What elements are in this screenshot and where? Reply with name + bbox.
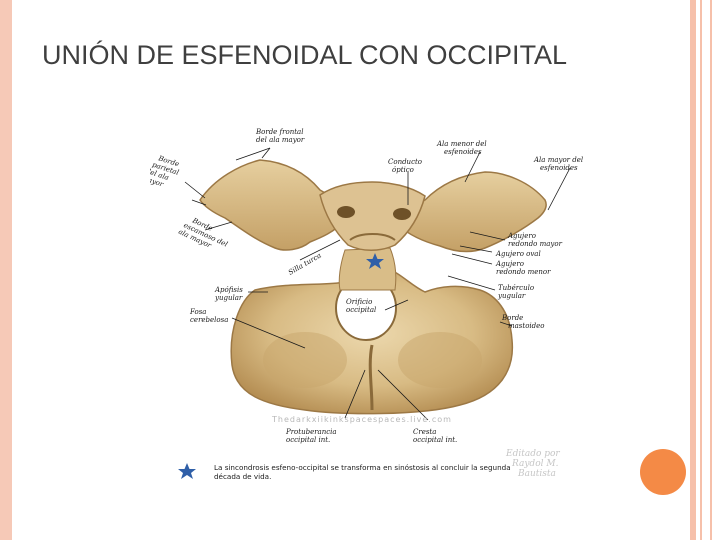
label-cresta-occipital: occipital int. bbox=[413, 436, 457, 444]
optic-canal-right bbox=[393, 208, 411, 220]
label-orificio-occipital: occipital bbox=[346, 306, 376, 314]
label-conducto-optico: óptico bbox=[392, 166, 414, 174]
right-decorative-bar-thin bbox=[700, 0, 702, 540]
footnote-line-1: La sincondrosis esfeno-occipital se tran… bbox=[214, 463, 511, 472]
label-agujero-redondo-menor: redondo menor bbox=[496, 268, 551, 276]
label-apofisis-yugular: Apófisis bbox=[214, 286, 243, 294]
label-ala-mayor: esfenoides bbox=[540, 164, 578, 172]
sella-turcica bbox=[349, 233, 396, 241]
editor-credit: Raydol M. bbox=[511, 459, 559, 469]
label-agujero-oval: Agujero oval bbox=[495, 250, 541, 258]
internal-crest bbox=[368, 344, 374, 411]
label-fosa-cerebelosa: cerebelosa bbox=[190, 316, 228, 324]
editor-credit: Editado por bbox=[505, 449, 560, 459]
label-protuberancia: Protuberancia bbox=[285, 428, 337, 436]
leader-lines bbox=[184, 147, 571, 421]
label-borde-mastoideo: Borde bbox=[501, 314, 523, 322]
footnote-star-icon bbox=[178, 463, 196, 479]
label-ala-menor: Ala menor del bbox=[436, 140, 487, 148]
label-cresta-occipital: Cresta bbox=[413, 428, 436, 436]
basilar-part bbox=[338, 247, 397, 291]
right-decorative-bar bbox=[690, 0, 696, 540]
label-orificio-occipital: Orificio bbox=[346, 298, 372, 306]
sphenoid-right-wing bbox=[397, 171, 547, 253]
fossa-shadow-left bbox=[263, 332, 347, 388]
synchondrosis-star-icon bbox=[366, 253, 384, 269]
label-borde-mastoideo: mastoideo bbox=[508, 322, 545, 330]
label-tuberculo-yugular: Tubérculo bbox=[498, 284, 534, 292]
fossa-shadow-right bbox=[398, 332, 482, 388]
watermark-text: Thedarkxiikinkspacespaces.live.com bbox=[271, 415, 452, 424]
orange-circle-decoration bbox=[640, 449, 686, 495]
sphenoid-body bbox=[319, 181, 426, 251]
label-borde-frontal: Borde frontal bbox=[255, 128, 303, 136]
editor-credit: Bautista bbox=[517, 469, 556, 479]
label-agujero-redondo-mayor: Agujero bbox=[507, 232, 536, 240]
label-conducto-optico: Conducto bbox=[388, 158, 422, 166]
slide-title: UNIÓN DE ESFENOIDAL CON OCCIPITAL bbox=[42, 40, 568, 70]
right-decorative-bar-thin bbox=[710, 0, 712, 540]
label-borde-frontal: del ala mayor bbox=[256, 136, 305, 144]
sphenoid-left-wing bbox=[199, 159, 346, 251]
label-agujero-redondo-mayor: redondo mayor bbox=[508, 240, 563, 248]
label-protuberancia: occipital int. bbox=[286, 436, 330, 444]
label-apofisis-yugular: yugular bbox=[214, 294, 243, 302]
label-tuberculo-yugular: yugular bbox=[497, 292, 526, 300]
label-fosa-cerebelosa: Fosa bbox=[189, 308, 206, 316]
label-ala-menor: esfenoides bbox=[444, 148, 482, 156]
label-agujero-redondo-menor: Agujero bbox=[495, 260, 524, 268]
left-decorative-border bbox=[0, 0, 12, 540]
anatomy-figure: Borde frontal del ala mayor Borde pariet… bbox=[150, 128, 583, 481]
footnote-line-2: década de vida. bbox=[214, 472, 271, 481]
optic-canal-left bbox=[337, 206, 355, 218]
label-ala-mayor: Ala mayor del bbox=[533, 156, 583, 164]
label-silla-turca: Silla turca bbox=[287, 251, 323, 276]
